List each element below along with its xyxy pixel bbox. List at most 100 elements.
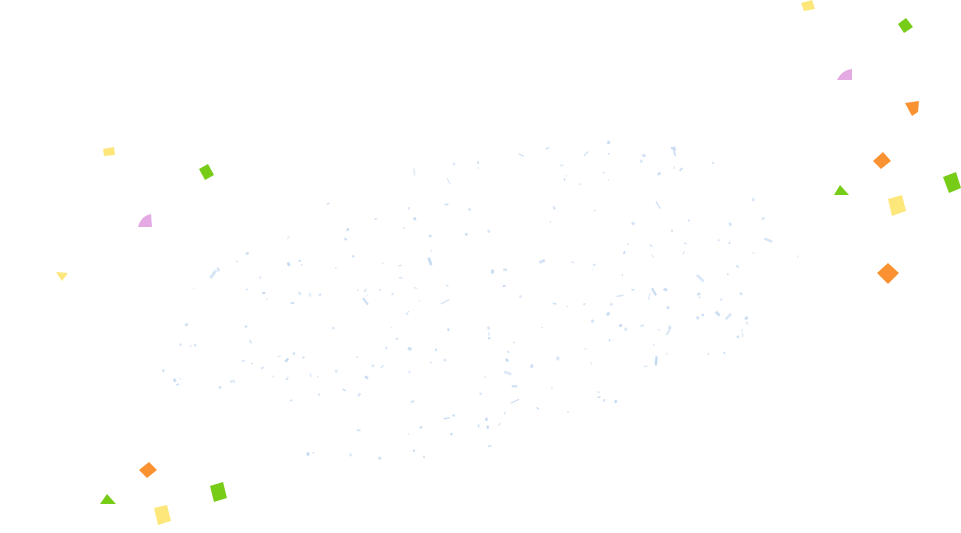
speckle [503, 370, 512, 376]
speckle [391, 292, 394, 296]
speckle [502, 284, 506, 288]
speckle [390, 327, 392, 329]
speckle [590, 319, 595, 324]
confetti-bottom-left-orange [139, 462, 157, 478]
speckle [650, 287, 658, 296]
speckle-cloud [161, 140, 799, 461]
speckle [487, 444, 492, 448]
speckle [535, 406, 540, 410]
speckle [446, 178, 451, 185]
speckle [490, 269, 495, 274]
speckle [670, 229, 674, 232]
speckle [518, 153, 524, 157]
speckle [609, 302, 614, 307]
speckle [719, 298, 723, 301]
speckle [728, 222, 732, 227]
speckle [245, 252, 249, 255]
speckle [442, 358, 447, 363]
speckle [308, 292, 312, 297]
speckle [597, 396, 601, 398]
speckle [348, 453, 353, 457]
speckle [345, 227, 350, 232]
speckle [289, 399, 293, 402]
confetti-left-yellow-2 [56, 272, 68, 281]
speckle [566, 305, 569, 308]
speckle [590, 362, 593, 365]
confetti-right-orange-2 [873, 152, 891, 169]
speckle [549, 220, 552, 224]
speckle [622, 250, 626, 255]
speckle [616, 294, 624, 298]
speckle [245, 288, 249, 291]
confetti-right-orange-3 [877, 263, 899, 284]
speckle [607, 179, 610, 181]
speckle [665, 352, 668, 355]
speckle [300, 263, 303, 266]
speckle [189, 345, 192, 348]
confetti-top-right-yellow [801, 0, 815, 11]
speckle [364, 375, 369, 380]
confetti-bottom-left-green-2 [210, 482, 227, 502]
speckle [668, 324, 671, 329]
speckle [312, 451, 315, 454]
speckle [241, 360, 245, 362]
speckle [503, 268, 508, 272]
speckle [592, 269, 594, 271]
speckle [764, 237, 773, 243]
confetti-top-right-green [898, 18, 913, 33]
speckle [640, 324, 645, 327]
speckle [430, 249, 433, 252]
speckle [567, 410, 569, 413]
speckle [606, 140, 611, 145]
speckle [343, 237, 348, 241]
speckle [593, 209, 596, 212]
speckle [751, 197, 756, 202]
speckle [444, 203, 449, 206]
speckle [410, 399, 415, 404]
speckle [244, 325, 248, 328]
speckle [413, 168, 416, 176]
speckle [447, 328, 450, 332]
speckle [326, 202, 330, 206]
speckle [216, 267, 221, 272]
speckle [619, 323, 623, 327]
speckle [331, 326, 335, 330]
speckle [614, 399, 618, 404]
speckle [556, 356, 560, 361]
speckle [541, 326, 544, 329]
speckle [413, 287, 418, 289]
confetti-left-green [199, 164, 214, 180]
speckle [649, 244, 653, 248]
speckle [654, 356, 658, 366]
speckle [631, 221, 635, 226]
speckle [744, 316, 749, 321]
speckle [422, 455, 426, 459]
speckle [741, 333, 744, 338]
speckle [623, 327, 628, 332]
speckle [736, 335, 740, 339]
speckle [309, 373, 313, 377]
speckle [298, 259, 302, 262]
speckle [682, 250, 686, 255]
speckle [302, 356, 305, 359]
speckle [380, 364, 384, 369]
confetti-left-yellow-1 [103, 147, 115, 156]
speckle [377, 456, 382, 461]
speckle [752, 252, 755, 255]
speckle [602, 171, 605, 174]
speckle [735, 264, 740, 268]
speckle [445, 284, 449, 287]
speckle [621, 274, 624, 277]
speckle [468, 208, 471, 211]
speckle [176, 383, 180, 386]
speckle [571, 261, 574, 264]
speckle [538, 258, 546, 264]
speckle [371, 364, 375, 368]
speckle [584, 348, 587, 350]
speckle [477, 424, 480, 428]
speckle [486, 326, 491, 331]
confetti-bottom-left-green-1 [100, 494, 116, 504]
speckle [297, 291, 302, 296]
